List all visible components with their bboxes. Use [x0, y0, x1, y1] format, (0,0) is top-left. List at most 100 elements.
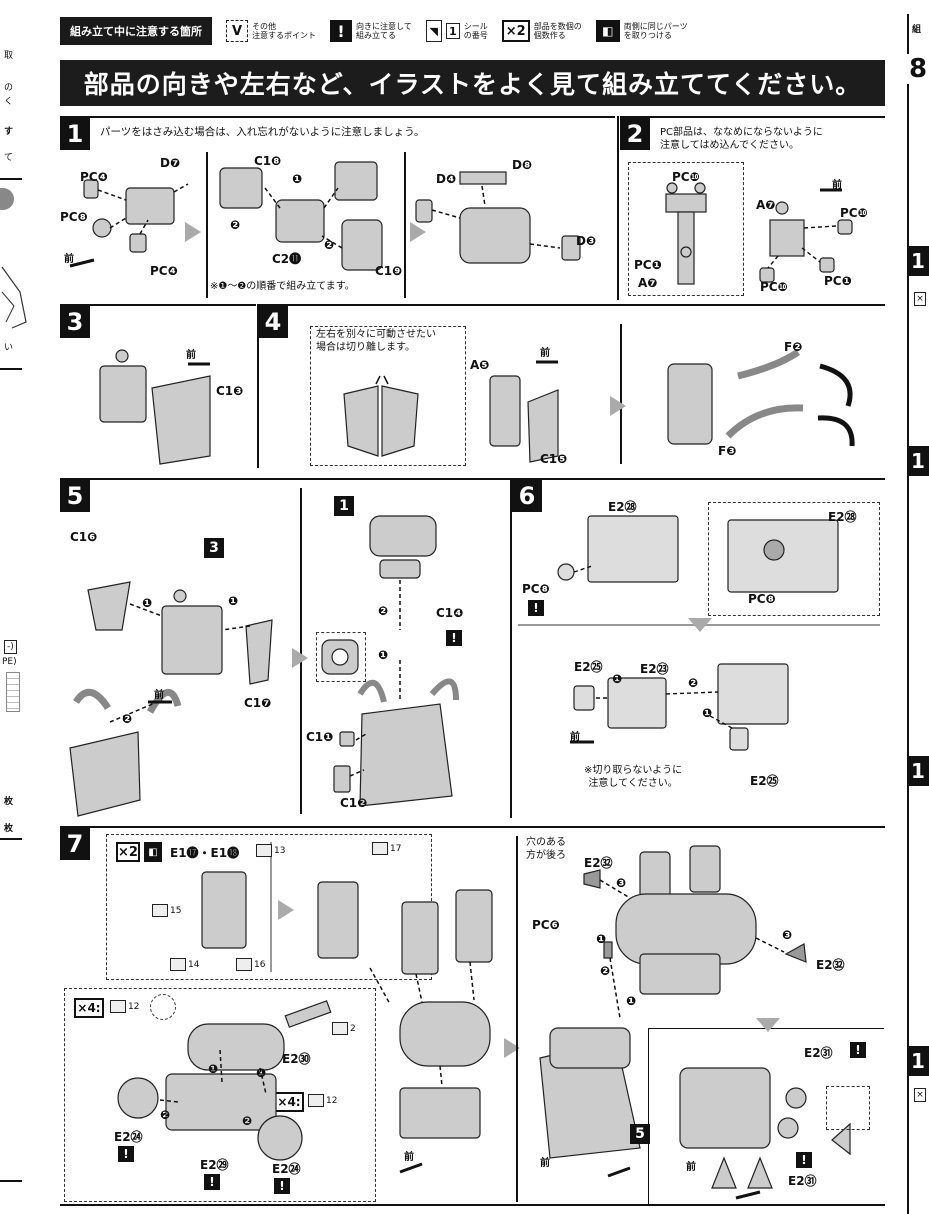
order-label: ❶: [596, 932, 607, 946]
step-number: 2: [620, 118, 650, 150]
part-label: C1❺: [540, 452, 568, 466]
part-label: E1⓱・E1⓲: [170, 846, 240, 860]
step-note-line: 左右を別々に可動させたい: [316, 329, 436, 340]
step-ref-box: 1: [334, 496, 354, 516]
part-label: D❸: [576, 234, 597, 248]
part-label: A❺: [470, 358, 490, 372]
part-label: D❽: [512, 158, 533, 172]
part-label: C1❸: [216, 384, 244, 398]
part-label: E2㉕: [750, 774, 779, 788]
next-arrow: [292, 648, 308, 668]
both-sides-icon: ◧: [595, 20, 620, 42]
order-label: ❶: [142, 596, 153, 610]
sticker-number: 13: [274, 845, 286, 856]
order-label: ❶: [228, 594, 239, 608]
order-label: ❷: [378, 604, 389, 618]
step-number: 1: [60, 118, 90, 150]
left-fragment: PE): [2, 657, 17, 667]
part-label: F❷: [784, 340, 803, 354]
page-banner: 部品の向きや左右など、イラストをよく見て組み立ててください。: [60, 60, 885, 106]
legend-text: 部品を数個の: [533, 22, 582, 31]
divider: [0, 1180, 22, 1182]
sticker-ref: 16: [236, 958, 265, 971]
part-label: E2㉜: [816, 958, 845, 972]
step-ref-box: 3: [204, 538, 224, 558]
step-number: 7: [60, 828, 90, 860]
part-label: PC❿: [672, 170, 700, 184]
detail-box: [628, 162, 744, 296]
part-label: E2㉘: [608, 500, 637, 514]
next-arrow: [756, 1018, 780, 1032]
footnote-line: 注意してください。: [588, 778, 678, 789]
step-5-illustration: [69, 515, 459, 817]
sticker-number-icon: 1: [445, 23, 460, 39]
sticker-number: 12: [128, 1001, 140, 1012]
sticker-number: 14: [188, 959, 200, 970]
order-label: ❶: [702, 706, 713, 720]
multiply-icon: ×2: [116, 842, 140, 862]
sticker-icon: [170, 958, 186, 971]
step-7: 7 ×2 ◧ E1⓱・E1⓲ 13 15 14 16 17 ×4: 12 2 ×…: [60, 826, 885, 1204]
part-label: E2㉕: [574, 660, 603, 674]
left-fragment: の: [4, 83, 14, 93]
step-footnote: ※❶～❷の順番で組み立てます。: [210, 281, 355, 292]
order-label: ❷: [324, 238, 335, 252]
part-label: C1❶: [306, 730, 334, 744]
part-label: D❹: [436, 172, 457, 186]
left-fragment: て: [4, 153, 14, 163]
warning-icon: !: [330, 20, 352, 42]
detail-box: [64, 988, 376, 1202]
part-label: E2㉘: [828, 510, 857, 524]
footnote-line: ※切り取らないように: [584, 765, 683, 776]
step-number: 8: [907, 54, 929, 84]
detail-box: [708, 502, 880, 616]
order-label: ❶: [626, 994, 637, 1008]
step-footnote: ※切り取らないように注意してください。: [584, 764, 682, 790]
divider: [404, 152, 406, 298]
step-number: 1: [907, 446, 929, 476]
sticker-icon: [332, 1022, 348, 1035]
sticker-icon: [308, 1094, 324, 1107]
sticker-icon: [110, 1000, 126, 1013]
detail-circle: [150, 994, 176, 1020]
sticker-icon: ◥: [425, 20, 442, 42]
part-label: E2㉓: [640, 662, 669, 676]
sticker-number: 17: [390, 843, 402, 854]
front-label: 前: [686, 1162, 696, 1173]
part-label: E2㉔: [272, 1162, 301, 1176]
part-label: C1❾: [375, 264, 403, 278]
legend-text: 両側に同じパーツ: [623, 22, 688, 31]
legend-text: 組み立てる: [356, 31, 396, 40]
part-label: C1❹: [436, 606, 464, 620]
next-arrow: [278, 900, 294, 920]
part-label: PC❽: [60, 210, 88, 224]
both-sides-icon: ◧: [144, 842, 162, 862]
sticker-ref: 14: [170, 958, 199, 971]
step-6: 6 E2㉘ E2㉘ PC❽ ! PC❽ E2㉕ ❶ E2㉓ ❷ 前 ❶ E2㉕ …: [512, 478, 885, 818]
sticker-icon: [256, 844, 272, 857]
step-4: 4 左右を別々に可動させたい場合は切り離します。 A❺ 前 C1❺ F❷ F❸: [258, 304, 885, 468]
divider: [516, 836, 518, 1202]
part-label: C2⓫: [272, 252, 302, 266]
part-label: PC❿: [840, 206, 868, 220]
step-3-illustration: [99, 349, 211, 465]
runner-fragment: [6, 672, 20, 712]
divider: [617, 116, 619, 300]
step-2-illustration: [665, 182, 853, 285]
step-2: 2 PC部品は、ななめにならないように注意してはめ込んでください。 PC❿ PC…: [620, 116, 885, 300]
warning-icon: !: [446, 630, 462, 646]
front-label: 前: [832, 180, 842, 191]
left-fragment: い: [4, 343, 14, 353]
step-note: 穴のある方が後ろ: [526, 836, 566, 862]
legend-text: 注意するポイント: [252, 31, 316, 40]
part-label: C1❻: [70, 530, 98, 544]
part-label: C1❷: [340, 796, 368, 810]
next-arrow: [410, 222, 426, 242]
legend-item-direction: ! 向きに注意して組み立てる: [330, 20, 412, 42]
sticker-icon: [236, 958, 252, 971]
part-label: PC❽: [522, 582, 550, 596]
part-label: PC❿: [760, 280, 788, 294]
warning-icon: !: [850, 1042, 866, 1058]
step-note: 左右を別々に可動させたい場合は切り離します。: [316, 328, 436, 354]
step-ref-box: 5: [630, 1124, 650, 1144]
